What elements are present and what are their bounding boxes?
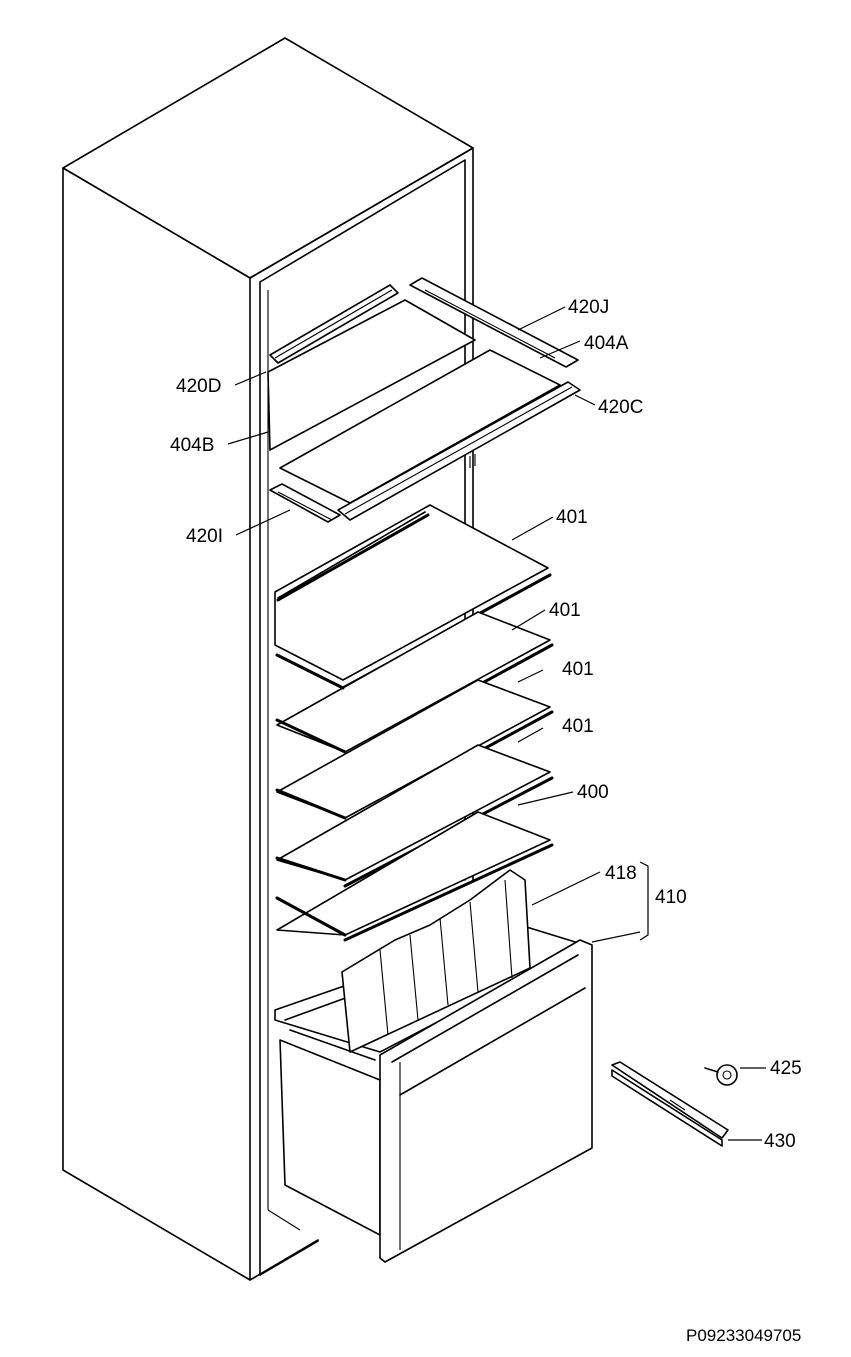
label-420D: 420D [176,376,221,397]
refrigerator-cabinet [62,37,474,1281]
leader-lines [227,306,766,1141]
label-401-2: 401 [549,600,581,621]
crisper-drawer [274,869,593,1263]
label-401-1: 401 [556,507,588,528]
door-shelf-assembly [267,277,581,523]
label-420I: 420I [186,526,223,547]
label-425: 425 [770,1058,802,1079]
drawing-number: P09233049705 [686,1326,801,1345]
label-401-3: 401 [562,659,594,680]
telescopic-rail-430 [611,1061,729,1147]
label-400: 400 [577,782,609,803]
glass-shelf-5 [275,811,554,942]
label-420J: 420J [568,297,609,318]
roller-wheel-425 [704,1064,738,1086]
label-420C: 420C [598,397,643,418]
label-418: 418 [605,863,637,884]
label-404B: 404B [170,435,214,456]
label-404A: 404A [584,333,629,354]
label-430: 430 [764,1131,796,1152]
label-401-4: 401 [562,716,594,737]
label-410: 410 [655,887,687,908]
